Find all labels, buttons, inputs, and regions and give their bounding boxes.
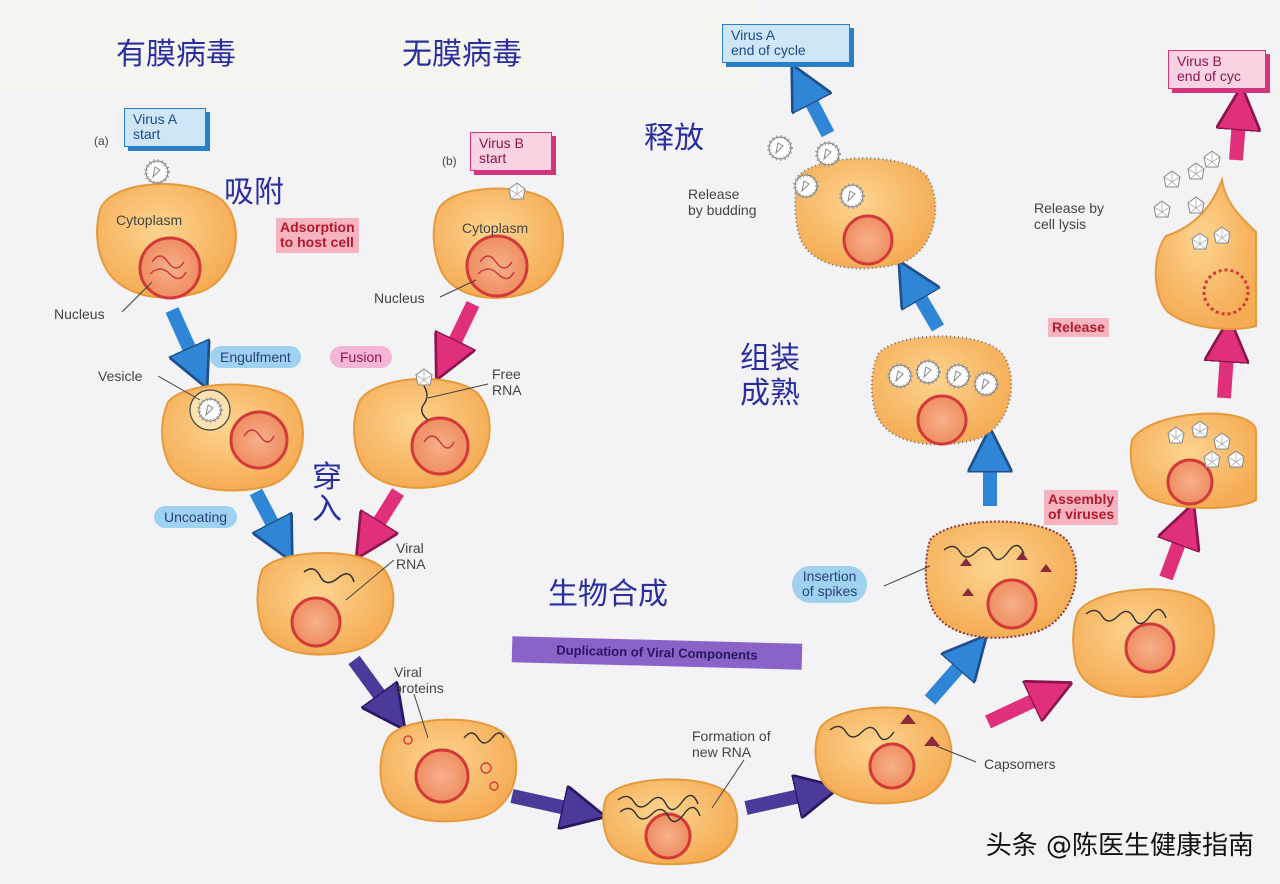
arrow-b-5: [1224, 340, 1228, 399]
tag-release: Release: [1048, 318, 1109, 338]
annotation-free-rna: Free RNA: [492, 366, 522, 399]
virus-b-start-box: Virus B start: [470, 132, 552, 171]
leader-lines: [121, 279, 977, 809]
cell-a-assembled: [870, 335, 1013, 446]
pill-fusion: Fusion: [330, 346, 393, 368]
pill-uncoating: Uncoating: [154, 506, 238, 528]
virus-a-end-box: Virus A end of cycle: [722, 24, 850, 63]
annotation-release-lysis: Release by cell lysis: [1034, 200, 1105, 233]
annotation-viral-proteins: Viral proteins: [394, 664, 444, 697]
annotation-cytoplasm-b: Cytoplasm: [462, 220, 529, 236]
tag-assembly: Assembly of viruses: [1044, 490, 1119, 525]
annotation-capsomers: Capsomers: [984, 756, 1056, 772]
arrow-b-4: [1166, 524, 1186, 581]
arrow-b-1: [446, 300, 480, 360]
arrow-b-2: [368, 488, 404, 540]
arrow-b-3: [985, 692, 1052, 729]
label-non-enveloped-virus: 无膜病毒: [402, 37, 522, 72]
cell-viral-proteins: [379, 718, 518, 823]
cell-a-budding: [767, 135, 937, 270]
cell-a-adsorption: [96, 159, 237, 300]
panel-letter-a: (a): [94, 134, 109, 148]
label-biosynthesis-cn: 生物合成: [548, 577, 668, 612]
cell-b-lysis: [1153, 150, 1257, 331]
watermark: 头条 @陈医生健康指南: [985, 831, 1254, 861]
arrow-a-6: [802, 84, 835, 138]
arrow-shared-1: [348, 655, 392, 712]
panel-letter-b: (b): [442, 154, 457, 168]
arrow-b-6: [1236, 108, 1240, 161]
cell-b-adsorption: [432, 182, 564, 299]
pill-insertion-of-spikes: Insertion of spikes: [792, 566, 868, 603]
label-assembly-cn: 组装 成熟: [740, 341, 800, 411]
cell-a-engulfment: [161, 383, 304, 492]
tag-adsorption: Adsorption to host cell: [276, 218, 359, 253]
cell-b-assembled: [1129, 412, 1257, 509]
pill-engulfment: Engulfment: [210, 346, 301, 368]
cell-spike-insertion: [924, 520, 1078, 639]
arrow-shared-2: [510, 796, 584, 812]
label-penetration-cn: 穿 入: [312, 460, 342, 527]
annotation-nucleus-b: Nucleus: [374, 290, 425, 306]
cell-uncoated: [256, 552, 395, 656]
arrow-a-5: [910, 280, 945, 332]
arrow-a-2: [249, 488, 282, 542]
virus-a-start-box: Virus A start: [124, 108, 206, 147]
label-adsorption-cn: 吸附: [224, 175, 284, 210]
arrow-shared-3: [744, 792, 818, 808]
annotation-release-budding: Release by budding: [688, 186, 757, 219]
cell-b-proteins: [1072, 588, 1215, 698]
annotation-nucleus-a: Nucleus: [54, 306, 105, 322]
annotation-viral-rna: Viral RNA: [396, 540, 426, 573]
cell-new-rna: [602, 778, 739, 866]
annotation-cytoplasm-a: Cytoplasm: [116, 212, 183, 228]
arrow-a-1: [165, 307, 198, 368]
arrow-a-3: [924, 652, 972, 705]
label-enveloped-virus: 有膜病毒: [116, 37, 236, 72]
cell-b-fusion: [353, 368, 491, 489]
cell-capsomers: [814, 706, 953, 805]
arrows: [165, 84, 1240, 812]
annotation-formation-new-rna: Formation of new RNA: [692, 728, 771, 761]
annotation-vesicle: Vesicle: [98, 368, 143, 384]
label-release-cn: 释放: [644, 121, 704, 156]
virus-b-end-box: Virus B end of cyc: [1168, 50, 1266, 89]
